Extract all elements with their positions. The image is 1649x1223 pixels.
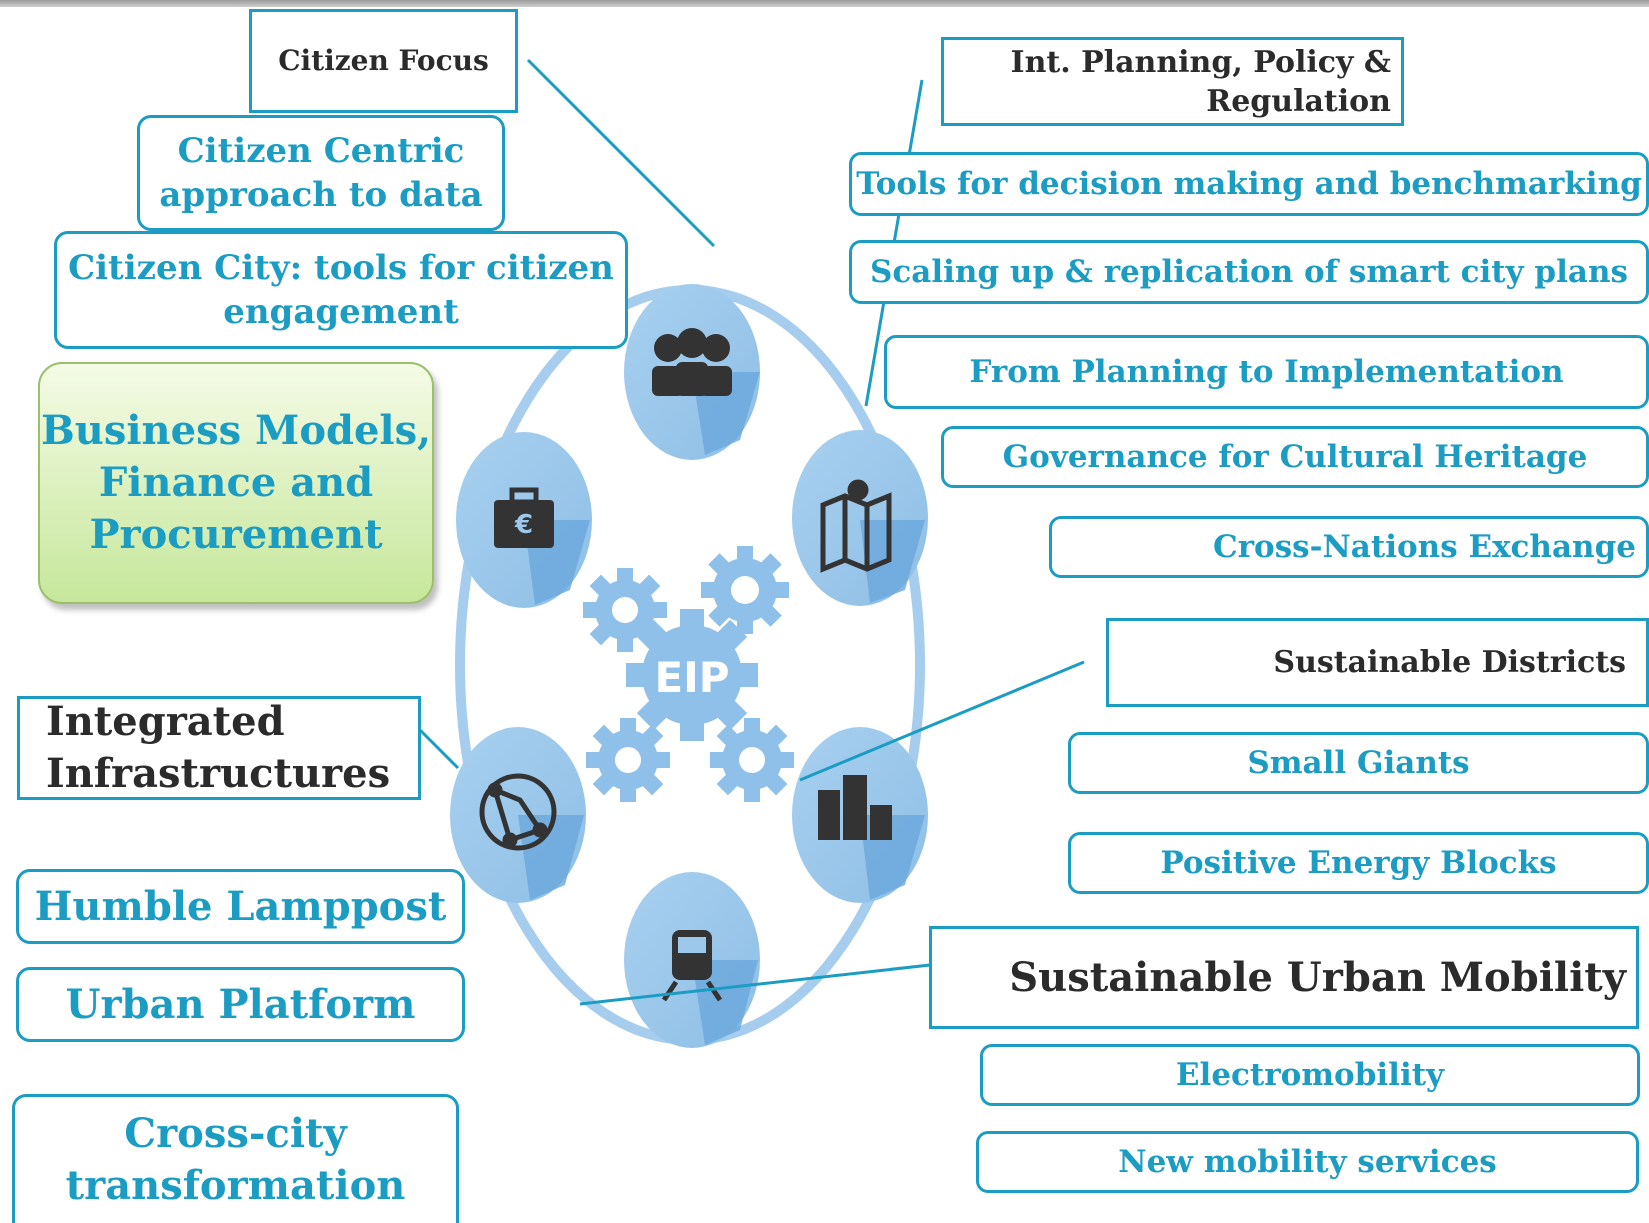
cross-nations-box: Cross-Nations Exchange: [1049, 516, 1649, 578]
center-label: EIP: [654, 653, 729, 702]
citizen-focus-label: Citizen Focus: [278, 43, 489, 77]
cross-nations-label: Cross-Nations Exchange: [1213, 528, 1636, 565]
int-planning-label: Int. Planning, Policy & Regulation: [1010, 44, 1391, 119]
center-gear: [626, 609, 758, 741]
cross-city-box: Cross-city transformation: [12, 1094, 459, 1223]
euro-briefcase-icon: €: [494, 487, 554, 548]
globe-network-icon: [479, 773, 557, 851]
integrated-infrastructures-box: Integrated Infrastructures: [17, 696, 421, 800]
citizen-centric-box: Citizen Centric approach to data: [137, 115, 505, 231]
cross-city-label: Cross-city transformation: [65, 1110, 406, 1209]
positive-energy-box: Positive Energy Blocks: [1068, 832, 1649, 894]
small-giants-label: Small Giants: [1247, 744, 1470, 781]
sustainable-districts-box: Sustainable Districts: [1106, 618, 1649, 707]
integrated-infrastructures-label: Integrated Infrastructures: [46, 698, 391, 797]
business-models-label: Business Models, Finance and Procurement: [40, 407, 432, 558]
governance-heritage-label: Governance for Cultural Heritage: [1002, 438, 1588, 475]
small-giants-box: Small Giants: [1068, 732, 1649, 794]
tools-decision-label: Tools for decision making and benchmarki…: [856, 165, 1642, 202]
planning-implementation-box: From Planning to Implementation: [884, 335, 1649, 409]
new-mobility-box: New mobility services: [976, 1131, 1639, 1193]
node-map: [792, 430, 928, 606]
buildings-icon: [818, 775, 892, 840]
urban-platform-box: Urban Platform: [16, 967, 465, 1042]
business-models-box: Business Models, Finance and Procurement: [38, 362, 434, 604]
citizen-city-box: Citizen City: tools for citizen engageme…: [54, 231, 628, 349]
urban-platform-label: Urban Platform: [65, 980, 416, 1028]
svg-text:€: €: [514, 510, 533, 540]
sustainable-districts-label: Sustainable Districts: [1273, 645, 1626, 680]
citizen-focus-box: Citizen Focus: [249, 9, 518, 113]
sustainable-mobility-label: Sustainable Urban Mobility: [1009, 953, 1626, 1001]
citizen-centric-label: Citizen Centric approach to data: [159, 130, 483, 215]
planning-implementation-label: From Planning to Implementation: [969, 353, 1564, 390]
map-icon: [820, 479, 892, 573]
new-mobility-label: New mobility services: [1118, 1143, 1497, 1180]
node-globe: [450, 727, 586, 903]
sustainable-mobility-box: Sustainable Urban Mobility: [929, 926, 1639, 1029]
tools-decision-box: Tools for decision making and benchmarki…: [849, 152, 1649, 216]
scaling-up-label: Scaling up & replication of smart city p…: [870, 253, 1628, 290]
people-icon: [652, 328, 732, 396]
humble-lamppost-box: Humble Lamppost: [16, 869, 465, 944]
int-planning-box: Int. Planning, Policy & Regulation: [941, 37, 1404, 126]
top-border: [0, 0, 1649, 7]
scaling-up-box: Scaling up & replication of smart city p…: [849, 240, 1649, 304]
citizen-city-label: Citizen City: tools for citizen engageme…: [68, 247, 614, 332]
governance-heritage-box: Governance for Cultural Heritage: [941, 426, 1649, 488]
electromobility-box: Electromobility: [980, 1044, 1640, 1106]
train-icon: [661, 930, 723, 1002]
positive-energy-label: Positive Energy Blocks: [1160, 844, 1557, 881]
humble-lamppost-label: Humble Lamppost: [34, 882, 447, 930]
electromobility-label: Electromobility: [1175, 1056, 1445, 1093]
